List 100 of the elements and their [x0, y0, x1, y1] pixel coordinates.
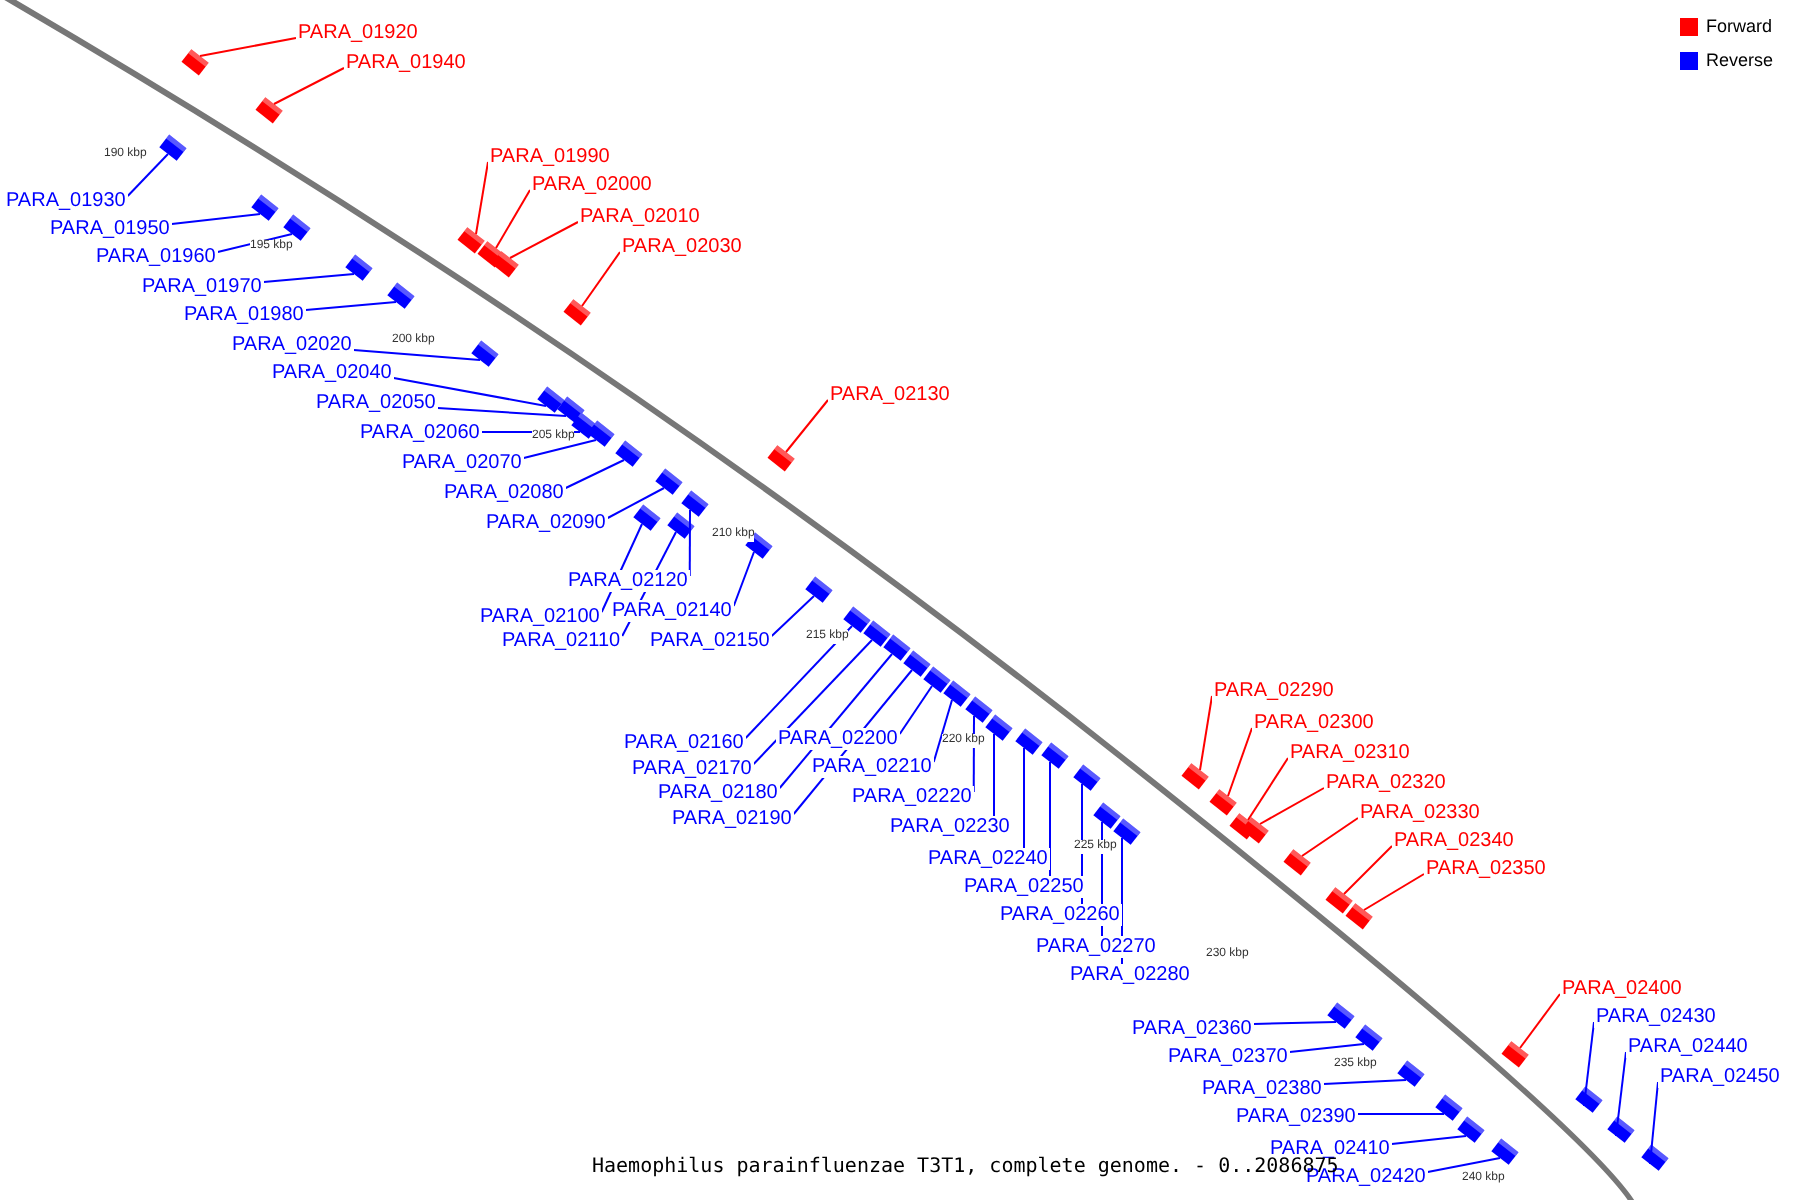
gene-bar	[1435, 1094, 1463, 1121]
gene-bar	[667, 512, 695, 539]
leader-line	[475, 161, 489, 235]
gene-label: PARA_02210	[810, 756, 934, 778]
leader-line	[1227, 727, 1253, 797]
gene-label: PARA_02030	[620, 236, 744, 258]
gene-label: PARA_02360	[1130, 1018, 1254, 1040]
gene-label: PARA_02020	[230, 334, 354, 356]
gene-bar	[491, 251, 519, 278]
gene-label: PARA_02120	[566, 570, 690, 592]
gene-label: PARA_01960	[94, 246, 218, 268]
gene-bar	[903, 650, 931, 677]
gene-bar	[471, 340, 499, 367]
gene-label: PARA_01970	[140, 276, 264, 298]
leader-line	[1426, 1157, 1501, 1173]
gene-bar	[1015, 728, 1043, 755]
gene-label: PARA_02140	[610, 600, 734, 622]
leader-line	[898, 685, 933, 735]
gene-label: PARA_02180	[656, 782, 780, 804]
gene-bar	[1641, 1144, 1669, 1171]
leader-line	[392, 377, 547, 407]
leader-line	[352, 349, 481, 361]
gene-bar	[563, 299, 591, 326]
leader-line	[1615, 1051, 1627, 1137]
gene-label: PARA_02350	[1424, 858, 1548, 880]
leader-line	[1288, 1043, 1365, 1053]
leader-line	[273, 67, 345, 105]
gene-label: PARA_02010	[578, 206, 702, 228]
gene-label: PARA_02290	[1212, 680, 1336, 702]
gene-label: PARA_02400	[1560, 978, 1684, 1000]
gene-label: PARA_02190	[670, 808, 794, 830]
gene-label: PARA_02200	[776, 728, 900, 750]
gene-bar	[345, 254, 373, 281]
gene-label: PARA_02150	[648, 630, 772, 652]
leader-line	[262, 273, 355, 283]
gene-label: PARA_02080	[442, 482, 566, 504]
gene-label: PARA_02040	[270, 362, 394, 384]
gene-label: PARA_02390	[1234, 1106, 1358, 1128]
leader-line	[1343, 845, 1393, 895]
gene-label: PARA_02370	[1166, 1046, 1290, 1068]
leader-line	[770, 595, 815, 637]
gene-label: PARA_02440	[1626, 1036, 1750, 1058]
gene-bar	[965, 696, 993, 723]
gene-label: PARA_01990	[488, 146, 612, 168]
gene-bar	[681, 490, 709, 517]
gene-bar	[1041, 742, 1069, 769]
leader-line	[1322, 1079, 1407, 1085]
leader-line	[785, 399, 829, 453]
gene-label: PARA_02000	[530, 174, 654, 196]
leader-line	[1363, 873, 1425, 911]
gene-label: PARA_02100	[478, 606, 602, 628]
leader-line	[732, 551, 755, 607]
leader-line	[1649, 1081, 1659, 1165]
gene-label: PARA_02130	[828, 384, 952, 406]
gene-label: PARA_02090	[484, 512, 608, 534]
gene-label: PARA_02320	[1324, 772, 1448, 794]
gene-label: PARA_02070	[400, 452, 524, 474]
leader-line	[581, 251, 621, 307]
gene-label: PARA_02340	[1392, 830, 1516, 852]
gene-label: PARA_02230	[888, 816, 1012, 838]
gene-label: PARA_02270	[1034, 936, 1158, 958]
leader-line	[170, 213, 261, 225]
leader-line	[126, 153, 169, 197]
leader-line	[1390, 1135, 1467, 1145]
gene-bar	[1209, 789, 1237, 816]
leader-line	[744, 625, 853, 739]
gene-bar	[1241, 817, 1269, 844]
leader-line	[564, 459, 625, 489]
gene-bar	[387, 282, 415, 309]
leader-line	[509, 221, 579, 259]
gene-bar	[1073, 764, 1101, 791]
gene-label: PARA_01920	[296, 22, 420, 44]
gene-label: PARA_02060	[358, 422, 482, 444]
gene-bar	[1345, 903, 1373, 930]
gene-bar	[457, 227, 485, 254]
gene-bar	[1113, 818, 1141, 845]
leader-line	[1049, 761, 1051, 877]
gene-bar	[985, 714, 1013, 741]
leader-line	[606, 487, 665, 519]
leader-line	[1259, 787, 1325, 825]
gene-bar	[181, 49, 209, 76]
gene-bar	[1355, 1024, 1383, 1051]
legend-text: Forward	[1706, 16, 1773, 38]
leader-line	[1199, 695, 1213, 771]
leader-line	[1247, 757, 1289, 821]
gene-bar	[767, 445, 795, 472]
gene-bar	[537, 386, 565, 413]
leader-line	[752, 639, 873, 765]
leader-line	[436, 407, 567, 417]
leader-line	[216, 233, 293, 253]
gene-label: PARA_02410	[1268, 1138, 1392, 1160]
gene-bar	[1607, 1116, 1635, 1143]
gene-label: PARA_02250	[962, 876, 1086, 898]
leader-line	[1252, 1021, 1337, 1025]
gene-bar	[255, 97, 283, 124]
leader-line	[1356, 1113, 1445, 1115]
gene-label: PARA_01980	[182, 304, 306, 326]
gene-label: PARA_02330	[1358, 802, 1482, 824]
gene-label: PARA_02110	[500, 630, 623, 652]
gene-bar	[883, 634, 911, 661]
